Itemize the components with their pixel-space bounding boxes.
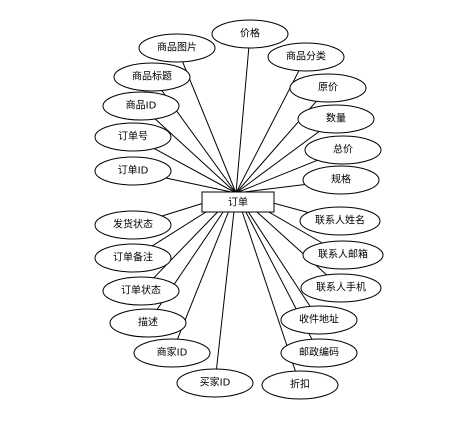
attribute-ellipse <box>94 122 172 152</box>
attribute-order-id: 订单ID <box>94 156 172 186</box>
attribute-order-number: 订单号 <box>94 122 172 152</box>
attribute-ellipse <box>304 135 382 165</box>
attribute-ellipse <box>94 156 172 186</box>
attribute-label: 订单号 <box>118 131 148 143</box>
attribute-label: 联系人手机 <box>316 281 366 294</box>
attribute-ellipse <box>302 165 380 195</box>
attribute-ellipse <box>109 308 187 338</box>
entity-label: 订单 <box>228 197 248 209</box>
attribute-ellipse <box>94 243 172 273</box>
attribute-ellipse <box>261 370 339 400</box>
attribute-label: 发货状态 <box>113 218 153 231</box>
attribute-ellipse <box>267 42 345 72</box>
attribute-ellipse <box>289 73 367 103</box>
attribute-label: 联系人邮箱 <box>318 248 368 261</box>
attribute-ellipse <box>102 91 180 121</box>
attribute-ellipse <box>299 206 381 236</box>
attribute-ellipse <box>302 240 384 270</box>
edge-order-number <box>154 148 237 194</box>
attribute-label: 商品ID <box>126 99 157 112</box>
attribute-label: 商品标题 <box>132 70 172 83</box>
attribute-label: 价格 <box>240 27 260 40</box>
edge-merchant-id <box>177 192 237 340</box>
edge-product-image <box>182 61 237 194</box>
attribute-label: 商家ID <box>157 346 188 359</box>
attribute-ellipse <box>138 33 216 63</box>
attribute-label: 原价 <box>318 82 338 94</box>
edge-discount <box>235 192 296 372</box>
edge-price <box>235 47 250 194</box>
attribute-product-id: 商品ID <box>102 91 180 121</box>
attribute-ellipse <box>133 338 211 368</box>
attribute-label: 描述 <box>138 316 158 329</box>
attribute-label: 买家ID <box>200 376 231 389</box>
attribute-contact-email: 联系人邮箱 <box>302 240 384 270</box>
attribute-ellipse <box>211 19 289 49</box>
attribute-label: 商品分类 <box>286 50 326 63</box>
attribute-label: 数量 <box>326 112 346 125</box>
attribute-shipping-status: 发货状态 <box>94 210 172 240</box>
attribute-original-price: 原价 <box>289 73 367 103</box>
attribute-ellipse <box>300 273 382 303</box>
edge-buyer-id <box>216 192 237 370</box>
attribute-contact-name: 联系人姓名 <box>299 206 381 236</box>
edge-product-category <box>235 70 300 194</box>
attribute-nodes: 价格商品图片商品分类商品标题原价商品ID数量订单号总价订单ID规格发货状态联系人… <box>94 19 384 400</box>
attribute-contact-phone: 联系人手机 <box>300 273 382 303</box>
attribute-label: 收件地址 <box>299 313 339 326</box>
attribute-product-category: 商品分类 <box>267 42 345 72</box>
attribute-ellipse <box>113 62 191 92</box>
attribute-postal-code: 邮政编码 <box>280 338 358 368</box>
attribute-label: 邮政编码 <box>299 346 339 359</box>
attribute-label: 订单状态 <box>121 284 161 297</box>
attribute-product-title: 商品标题 <box>113 62 191 92</box>
attribute-shipping-address: 收件地址 <box>280 305 358 335</box>
entity-box <box>201 191 275 213</box>
attribute-ellipse <box>176 368 254 398</box>
attribute-description: 描述 <box>109 308 187 338</box>
attribute-price: 价格 <box>211 19 289 49</box>
attribute-ellipse <box>280 305 358 335</box>
attribute-ellipse <box>102 276 180 306</box>
attribute-order-status: 订单状态 <box>102 276 180 306</box>
attribute-ellipse <box>297 104 375 134</box>
attribute-label: 规格 <box>331 173 351 186</box>
attribute-product-image: 商品图片 <box>138 33 216 63</box>
attribute-specification: 规格 <box>302 165 380 195</box>
edge-quantity <box>235 131 320 194</box>
attribute-label: 订单ID <box>118 165 149 177</box>
attribute-ellipse <box>280 338 358 368</box>
attribute-total-price: 总价 <box>304 135 382 165</box>
attribute-label: 商品图片 <box>157 41 197 54</box>
attribute-order-remark: 订单备注 <box>94 243 172 273</box>
attribute-ellipse <box>94 210 172 240</box>
attribute-label: 联系人姓名 <box>315 214 365 227</box>
attribute-label: 折扣 <box>290 378 310 391</box>
edge-total-price <box>235 159 318 194</box>
attribute-discount: 折扣 <box>261 370 339 400</box>
attribute-buyer-id: 买家ID <box>176 368 254 398</box>
attribute-label: 总价 <box>333 143 353 156</box>
attribute-label: 订单备注 <box>113 251 153 264</box>
attribute-merchant-id: 商家ID <box>133 338 211 368</box>
entity-node: 订单 <box>201 191 275 213</box>
edge-product-id <box>154 118 237 194</box>
attribute-quantity: 数量 <box>297 104 375 134</box>
edge-order-id <box>165 177 237 194</box>
